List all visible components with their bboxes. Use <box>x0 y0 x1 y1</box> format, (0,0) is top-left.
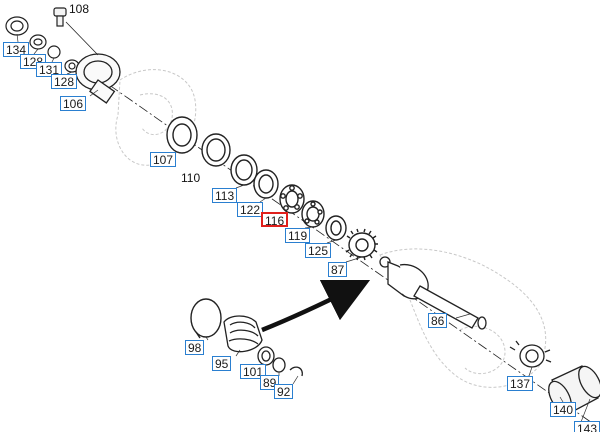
shaft-axis <box>94 74 596 426</box>
bolt-108 <box>53 7 67 27</box>
assembly-arrow <box>261 279 371 333</box>
joint-137 <box>509 340 552 368</box>
callout-86[interactable]: 86 <box>428 313 448 328</box>
lower-housing-outline <box>379 248 547 388</box>
callout-116-selected[interactable]: 116 <box>261 212 289 228</box>
callout-95[interactable]: 95 <box>212 356 232 371</box>
callout-113[interactable]: 113 <box>212 188 238 203</box>
gear-87 <box>345 228 378 261</box>
callout-140[interactable]: 140 <box>550 402 577 417</box>
drive-shaft-86 <box>379 256 487 330</box>
leader-lines <box>16 33 591 423</box>
seal-107 <box>166 116 198 154</box>
label-110: 110 <box>181 171 201 185</box>
callout-87[interactable]: 87 <box>328 262 348 277</box>
ring-125 <box>325 215 347 241</box>
callout-119[interactable]: 119 <box>285 228 311 243</box>
callout-106[interactable]: 106 <box>60 96 87 111</box>
callout-98[interactable]: 98 <box>185 340 205 355</box>
callout-143[interactable]: 143 <box>574 421 600 432</box>
callout-101[interactable]: 101 <box>240 364 267 379</box>
bearing-116 <box>279 184 305 214</box>
callout-131[interactable]: 131 <box>36 62 63 77</box>
callout-107[interactable]: 107 <box>150 152 177 167</box>
flange-106 <box>75 53 121 104</box>
callout-137[interactable]: 137 <box>507 376 534 391</box>
housing-140 <box>548 365 600 415</box>
ring-89 <box>272 357 286 373</box>
callout-134[interactable]: 134 <box>3 42 30 57</box>
callout-122[interactable]: 122 <box>237 202 264 217</box>
ring-110 <box>201 133 231 167</box>
ring-101 <box>257 346 275 366</box>
callout-92[interactable]: 92 <box>274 384 294 399</box>
callout-128-lower[interactable]: 128 <box>51 74 78 89</box>
clamp-98 <box>190 298 222 339</box>
clip-92 <box>289 366 303 377</box>
ring-122 <box>253 169 279 199</box>
label-108: 108 <box>69 2 90 16</box>
bearing-119 <box>301 200 325 228</box>
callout-125[interactable]: 125 <box>305 243 332 258</box>
boot-95 <box>223 315 263 353</box>
ring-113 <box>230 154 258 186</box>
